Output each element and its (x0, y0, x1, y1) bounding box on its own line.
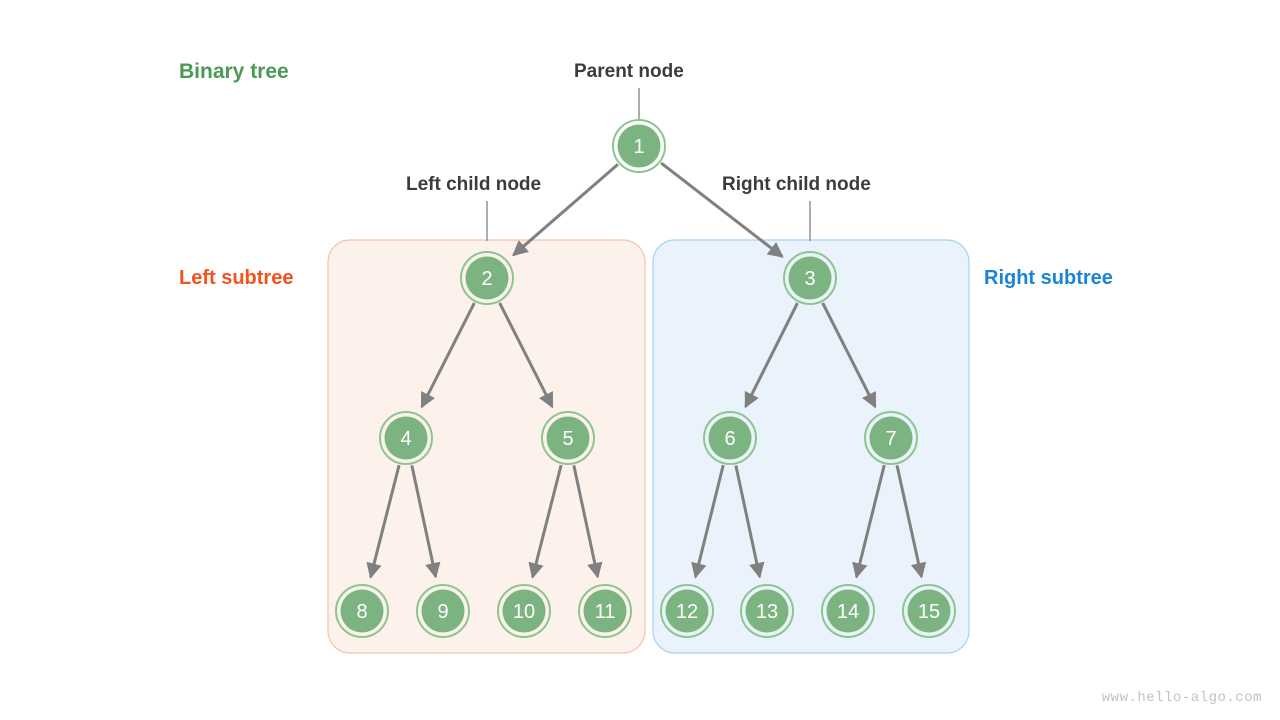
tree-edges (366, 161, 927, 579)
node-disc (340, 589, 384, 633)
node-disc (583, 589, 627, 633)
node-ring (612, 119, 666, 173)
node-ring (864, 411, 918, 465)
node-disc (617, 124, 661, 168)
node-disc (546, 416, 590, 460)
tree-node-1[interactable]: 1 (612, 119, 666, 173)
right-subtree-label: Right subtree (984, 267, 1113, 289)
tree-node-2[interactable]: 2 (460, 251, 514, 305)
node-ring (703, 411, 757, 465)
tree-node-9[interactable]: 9 (416, 584, 470, 638)
node-ring (541, 411, 595, 465)
diagram-title: Binary tree (179, 60, 289, 83)
node-ring (460, 251, 514, 305)
node-value: 4 (400, 428, 411, 450)
node-ring (578, 584, 632, 638)
tree-edge-6-13 (734, 465, 765, 579)
node-value: 13 (756, 601, 778, 623)
tree-edge-4-8 (366, 464, 401, 579)
node-disc (745, 589, 789, 633)
node-disc (907, 589, 951, 633)
node-disc (788, 256, 832, 300)
node-value: 1 (633, 136, 644, 158)
node-ring (783, 251, 837, 305)
node-ring (740, 584, 794, 638)
node-disc (708, 416, 752, 460)
tree-node-11[interactable]: 11 (578, 584, 632, 638)
tree-edge-1-2 (512, 163, 619, 257)
node-ring (379, 411, 433, 465)
node-value: 3 (804, 268, 815, 290)
node-disc (826, 589, 870, 633)
tree-edge-5-11 (572, 465, 603, 579)
callout-leader-lines (486, 88, 811, 241)
tree-edge-7-15 (895, 465, 927, 579)
tree-edge-2-4 (420, 302, 476, 409)
tree-edge-2-5 (498, 302, 554, 409)
tree-node-5[interactable]: 5 (541, 411, 595, 465)
node-value: 14 (837, 601, 859, 623)
node-ring (821, 584, 875, 638)
node-ring (660, 584, 714, 638)
tree-node-6[interactable]: 6 (703, 411, 757, 465)
parent-node-label: Parent node (574, 61, 684, 82)
tree-node-10[interactable]: 10 (497, 584, 551, 638)
tree-node-8[interactable]: 8 (335, 584, 389, 638)
tree-node-15[interactable]: 15 (902, 584, 956, 638)
node-value: 12 (676, 601, 698, 623)
tree-node-7[interactable]: 7 (864, 411, 918, 465)
node-ring (497, 584, 551, 638)
tree-edge-4-9 (410, 465, 441, 579)
tree-node-3[interactable]: 3 (783, 251, 837, 305)
node-disc (869, 416, 913, 460)
node-ring (335, 584, 389, 638)
node-disc (421, 589, 465, 633)
right-child-node-label: Right child node (722, 174, 871, 195)
tree-edge-1-3 (660, 161, 784, 258)
node-value: 10 (513, 601, 535, 623)
tree-node-13[interactable]: 13 (740, 584, 794, 638)
node-ring (416, 584, 470, 638)
subtree-regions (327, 239, 970, 654)
node-value: 6 (724, 428, 735, 450)
site-watermark: www.hello-algo.com (1101, 690, 1262, 706)
tree-edge-5-10 (528, 464, 563, 579)
node-value: 5 (562, 428, 573, 450)
node-value: 2 (481, 268, 492, 290)
tree-edge-7-14 (852, 464, 886, 579)
node-ring (902, 584, 956, 638)
tree-node-4[interactable]: 4 (379, 411, 433, 465)
tree-edge-3-7 (821, 302, 877, 409)
node-value: 15 (918, 601, 940, 623)
tree-node-12[interactable]: 12 (660, 584, 714, 638)
node-disc (465, 256, 509, 300)
tree-edge-6-12 (691, 464, 725, 579)
node-value: 11 (595, 601, 616, 623)
node-value: 8 (356, 601, 367, 623)
node-value: 9 (437, 601, 448, 623)
node-disc (502, 589, 546, 633)
node-disc (665, 589, 709, 633)
left-child-node-label: Left child node (406, 174, 542, 195)
left-subtree-label: Left subtree (179, 267, 294, 289)
right-subtree-region (652, 239, 970, 654)
tree-node-14[interactable]: 14 (821, 584, 875, 638)
node-value: 7 (885, 428, 896, 450)
node-disc (384, 416, 428, 460)
tree-edge-3-6 (744, 302, 799, 409)
